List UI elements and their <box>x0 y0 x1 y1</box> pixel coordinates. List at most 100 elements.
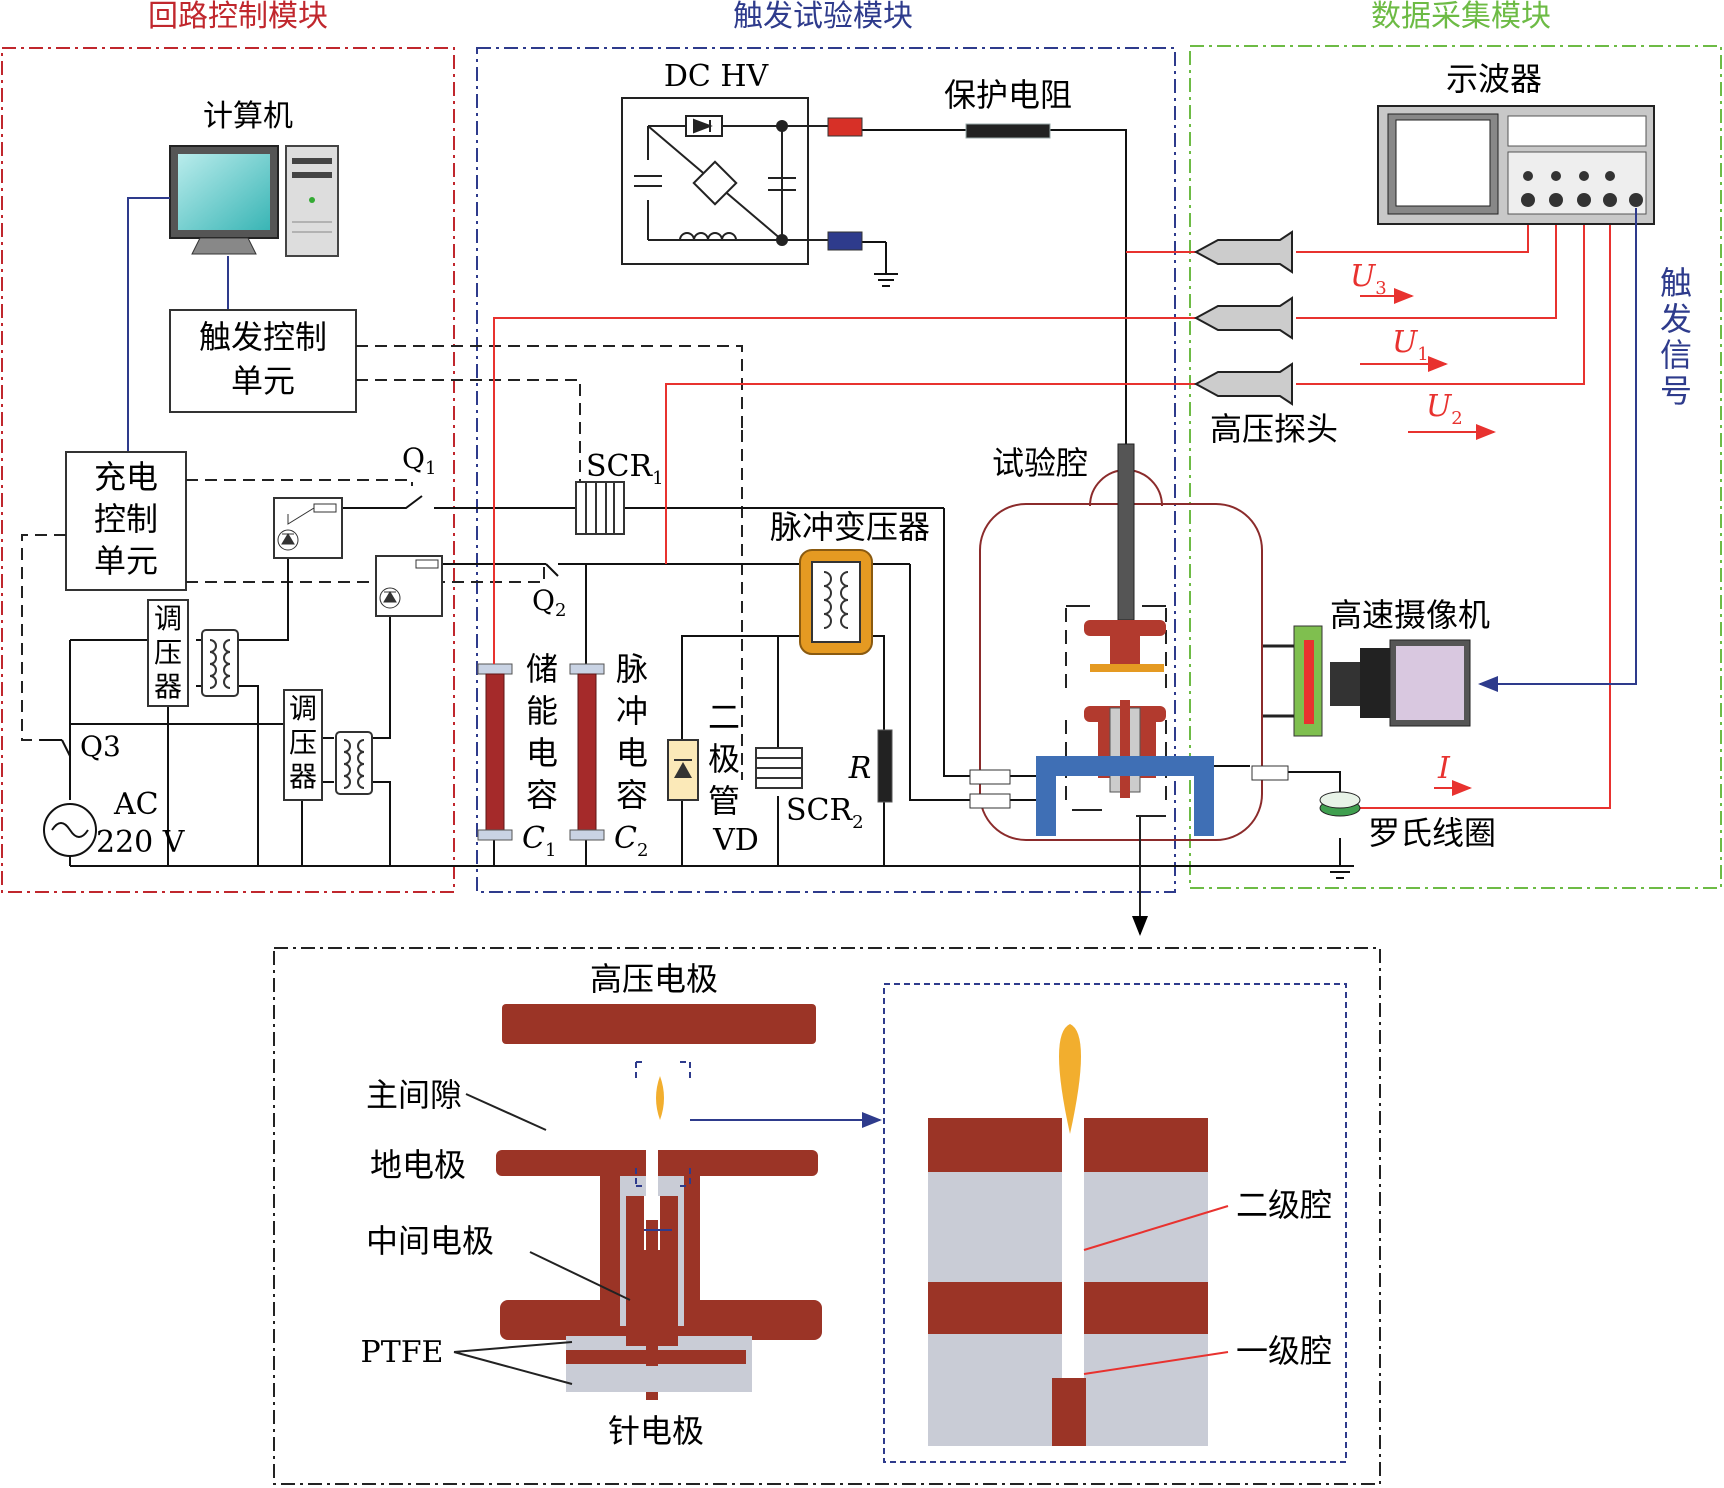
oscilloscope-icon <box>1377 105 1655 225</box>
trigger-signal-line <box>1478 208 1637 692</box>
main-gap-leader <box>465 1093 547 1131</box>
ac-voltage-label: 220 V <box>96 825 186 860</box>
data-acq-module-border <box>1189 45 1722 889</box>
ground-symbol <box>874 273 1354 879</box>
pulse-capacitor-c2 <box>569 663 605 841</box>
storage-cap-char-4: 容 <box>526 776 558 814</box>
voltage-regulator-1: 调 压 器 <box>147 599 239 707</box>
svg-text:器: 器 <box>289 760 317 793</box>
hv-probe-u1 <box>1193 296 1293 340</box>
trigger-control-label-1: 触发控制 <box>199 318 327 356</box>
r-label: R <box>848 751 872 786</box>
ptfe-leader-1 <box>453 1341 573 1353</box>
trigger-signal-char-4: 号 <box>1660 372 1692 410</box>
loop-control-module-border <box>1 47 455 893</box>
diode-vd-icon <box>667 739 699 801</box>
chamber-bushing-3 <box>1251 765 1289 781</box>
oscilloscope-label: 示波器 <box>1446 60 1542 98</box>
ptfe-leader-2 <box>453 1351 573 1385</box>
svg-text:器: 器 <box>154 670 182 703</box>
svg-text:压: 压 <box>289 726 317 759</box>
resistor-r-icon <box>877 729 893 803</box>
ac-label: AC <box>113 787 159 822</box>
trigger-signal-char-3: 信 <box>1660 336 1692 374</box>
trigger-control-label-2: 单元 <box>231 362 295 400</box>
storage-cap-char-1: 储 <box>526 650 558 688</box>
hv-negative-terminal <box>827 231 863 251</box>
secondary-cavity-label: 二级腔 <box>1236 1186 1332 1224</box>
hv-electrode-label: 高压电极 <box>590 960 718 998</box>
computer-wiring <box>127 197 229 452</box>
trigger-signal-char-2: 发 <box>1660 300 1692 338</box>
hv-probe-label: 高压探头 <box>1210 410 1338 448</box>
electrode-detail-border <box>273 947 1381 1485</box>
dc-hv-label: DC HV <box>664 59 770 94</box>
test-chamber <box>979 443 1263 936</box>
c1-label: C1 <box>522 821 556 861</box>
storage-cap-char-2: 能 <box>526 692 558 730</box>
c2-label: C2 <box>614 821 648 861</box>
cavity-detail-border <box>883 983 1347 1463</box>
control-signal-lines <box>21 345 743 780</box>
computer-icon <box>169 145 339 257</box>
test-chamber-label: 试验腔 <box>992 444 1088 482</box>
circuit-wiring <box>40 129 1341 867</box>
chamber-bushing-2 <box>969 793 1011 809</box>
diode-char-3: 管 <box>708 782 740 820</box>
pulse-cap-char-4: 容 <box>616 776 648 814</box>
charge-control-label-3: 单元 <box>94 542 158 580</box>
voltage-regulator-2: 调 压 器 <box>283 689 373 801</box>
trigger-control-unit <box>169 309 357 413</box>
i-label: I <box>1437 751 1451 786</box>
svg-text:调: 调 <box>289 692 317 725</box>
trigger-test-module-border <box>476 47 1176 893</box>
pulse-cap-char-3: 电 <box>616 734 648 772</box>
u1-label: U1 <box>1392 325 1429 365</box>
hv-probe-u2 <box>1193 362 1293 406</box>
hs-camera-label: 高速摄像机 <box>1330 596 1490 634</box>
svg-text:调: 调 <box>154 602 182 635</box>
scr1-icon <box>575 481 625 535</box>
u2-label: U2 <box>1426 389 1463 429</box>
ground-electrode-label: 地电极 <box>370 1146 466 1184</box>
diode-char-1: 二 <box>708 698 740 736</box>
middle-electrode-label: 中间电极 <box>366 1222 494 1260</box>
trigger-signal-char-1: 触 <box>1660 264 1692 302</box>
rogowski-coil-icon <box>1319 791 1361 817</box>
data-acq-module-title: 数据采集模块 <box>1371 0 1551 34</box>
q3-label: Q3 <box>80 730 121 763</box>
electrode-stack <box>496 1061 882 1400</box>
q2-label: Q2 <box>532 584 566 621</box>
vd-label: VD <box>712 823 759 858</box>
scr2-label: SCR2 <box>786 793 864 833</box>
charge-control-label-2: 控制 <box>94 500 158 538</box>
chamber-bushing-1 <box>969 769 1011 785</box>
storage-capacitor-c1 <box>477 663 513 841</box>
protect-resistor-label: 保护电阻 <box>944 76 1072 114</box>
zoom-box <box>635 1061 691 1187</box>
dc-hv-supply <box>621 97 828 265</box>
svg-text:压: 压 <box>154 636 182 669</box>
storage-cap-char-3: 电 <box>526 734 558 772</box>
pulse-transformer-label: 脉冲变压器 <box>770 508 930 546</box>
protect-resistor-icon <box>965 123 1051 139</box>
charge-control-label-1: 充电 <box>94 458 158 496</box>
needle-electrode-label: 针电极 <box>608 1412 704 1450</box>
primary-cavity-label: 一级腔 <box>1236 1332 1332 1370</box>
u3-label: U3 <box>1350 259 1387 299</box>
rogowski-label: 罗氏线圈 <box>1368 814 1496 852</box>
cavity-detail <box>928 1024 1229 1446</box>
scr1-label: SCR1 <box>586 449 664 489</box>
trigger-test-module-title: 触发试验模块 <box>733 0 913 34</box>
loop-control-module-title: 回路控制模块 <box>148 0 328 34</box>
diode-char-2: 极 <box>708 740 740 778</box>
ptfe-label: PTFE <box>361 1335 444 1370</box>
computer-label: 计算机 <box>203 99 293 134</box>
hv-positive-terminal <box>827 117 863 137</box>
pulse-cap-char-2: 冲 <box>616 692 648 730</box>
hv-probe-u3 <box>1193 230 1293 274</box>
voltage-probe-lines <box>493 212 1611 809</box>
hs-camera-icon <box>1262 625 1471 737</box>
main-gap-label: 主间隙 <box>366 1076 462 1114</box>
